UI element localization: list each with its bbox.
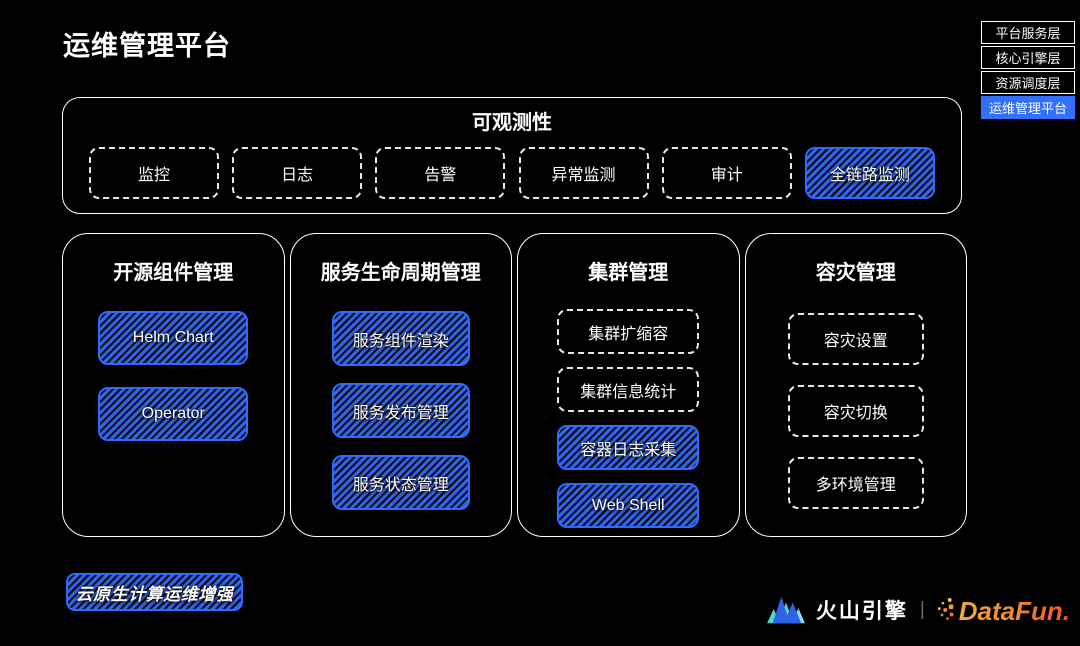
group-service-lifecycle-mgmt: 服务生命周期管理 服务组件渲染 服务发布管理 服务状态管理 xyxy=(289,233,512,537)
group-title-disaster-recovery-mgmt: 容灾管理 xyxy=(815,262,896,284)
volcano-engine-logo-icon xyxy=(766,596,805,624)
item-service-release-mgmt: 服务发布管理 xyxy=(331,383,470,438)
item-dr-switchover: 容灾切换 xyxy=(787,385,924,437)
item-service-component-rendering: 服务组件渲染 xyxy=(331,311,470,366)
item-cluster-scaling: 集群扩缩容 xyxy=(557,309,700,354)
obs-item-monitoring: 监控 xyxy=(89,147,219,199)
legend-item-platform-service-layer: 平台服务层 xyxy=(981,21,1075,44)
brand-footer: 火山引擎 | DataFun. xyxy=(766,594,1070,626)
group-title-service-lifecycle-mgmt: 服务生命周期管理 xyxy=(320,262,481,284)
item-dr-settings: 容灾设置 xyxy=(787,313,924,365)
group-cluster-mgmt: 集群管理 集群扩缩容 集群信息统计 容器日志采集 Web Shell xyxy=(517,233,740,537)
obs-item-full-link-tracing: 全链路监测 xyxy=(804,147,935,199)
item-helm-chart: Helm Chart xyxy=(98,311,249,365)
capability-columns: 开源组件管理 Helm Chart Operator 服务生命周期管理 服务组件… xyxy=(62,233,967,537)
volcano-engine-wordmark: 火山引擎 xyxy=(815,600,908,623)
legend-item-core-engine-layer: 核心引擎层 xyxy=(981,46,1075,69)
item-service-status-mgmt: 服务状态管理 xyxy=(331,455,470,510)
obs-item-alerting: 告警 xyxy=(375,147,506,199)
group-disaster-recovery-mgmt: 容灾管理 容灾设置 容灾切换 多环境管理 xyxy=(744,233,967,537)
obs-item-logging: 日志 xyxy=(232,147,363,199)
page-title: 运维管理平台 xyxy=(63,31,231,61)
cloud-native-ops-enhancement-badge: 云原生计算运维增强 xyxy=(66,573,243,611)
item-cluster-info-statistics: 集群信息统计 xyxy=(557,367,700,412)
layer-legend: 平台服务层 核心引擎层 资源调度层 运维管理平台 xyxy=(981,21,1075,119)
obs-item-audit: 审计 xyxy=(661,147,792,199)
item-operator: Operator xyxy=(98,387,249,441)
datafun-dots-icon xyxy=(937,598,954,620)
item-web-shell: Web Shell xyxy=(557,483,700,528)
item-multi-environment-mgmt: 多环境管理 xyxy=(787,457,924,509)
observability-title: 可观测性 xyxy=(472,112,552,134)
datafun-wordmark: DataFun. xyxy=(958,596,1070,626)
legend-item-ops-management-platform: 运维管理平台 xyxy=(981,96,1075,119)
observability-items-row: 监控 日志 告警 异常监测 审计 全链路监测 xyxy=(63,147,961,199)
legend-item-resource-scheduling-layer: 资源调度层 xyxy=(981,71,1075,94)
obs-item-anomaly-detection: 异常监测 xyxy=(518,147,649,199)
group-title-cluster-mgmt: 集群管理 xyxy=(588,262,669,284)
brand-divider: | xyxy=(919,599,925,620)
observability-group: 可观测性 监控 日志 告警 异常监测 审计 全链路监测 xyxy=(62,97,962,214)
group-open-source-component-mgmt: 开源组件管理 Helm Chart Operator xyxy=(62,233,285,537)
group-title-open-source-component-mgmt: 开源组件管理 xyxy=(113,262,234,284)
item-container-log-collection: 容器日志采集 xyxy=(557,425,700,470)
datafun-logo: DataFun. xyxy=(937,596,1070,624)
